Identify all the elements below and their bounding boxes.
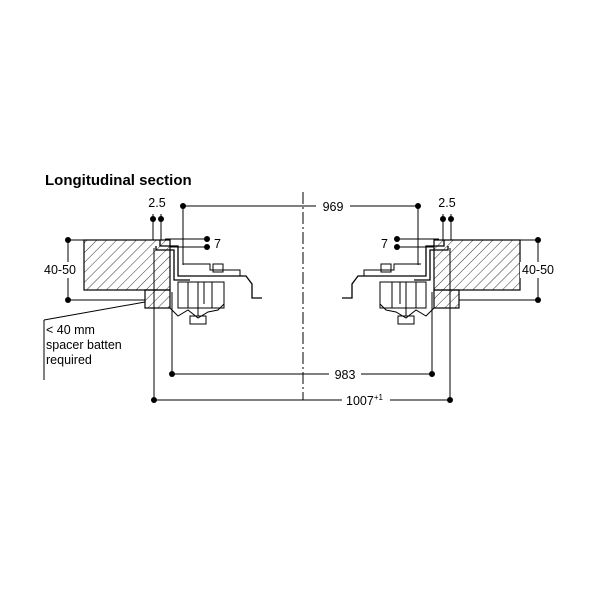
dimension-1007-label: 1007+1	[346, 393, 383, 408]
spacer-batten-right	[433, 289, 460, 309]
note-line-3: required	[46, 353, 92, 367]
dimension-983-label: 983	[335, 368, 356, 382]
dimension-2.5-right	[440, 214, 454, 240]
hob-frame-right	[342, 240, 449, 325]
note-line-2: spacer batten	[46, 338, 122, 352]
dimension-40-50-left	[42, 237, 145, 303]
worktop-left	[83, 239, 171, 291]
dimension-7-left-label: 7	[214, 237, 221, 251]
dimension-1007: 1007+1	[151, 248, 453, 408]
worktop-right	[433, 239, 521, 291]
section-title: Longitudinal section	[45, 172, 192, 189]
dimension-7-right	[394, 236, 439, 250]
dimension-40-50-left-label: 40-50	[44, 263, 76, 277]
dimension-40-50-right	[459, 237, 560, 303]
dimension-969: 969	[180, 198, 421, 265]
dimension-2.5-left	[150, 214, 164, 240]
hob-frame-left	[155, 240, 262, 325]
dimension-40-50-right-label: 40-50	[522, 263, 554, 277]
note-leader	[43, 301, 146, 321]
note-line-1: < 40 mm	[46, 323, 95, 337]
spacer-batten-left	[144, 289, 171, 309]
dimension-2.5-right-label: 2.5	[438, 196, 455, 210]
dimension-983: 983	[169, 292, 435, 382]
dimension-2.5-left-label: 2.5	[148, 196, 165, 210]
dimension-7-left	[165, 236, 210, 250]
dimension-969-label: 969	[323, 200, 344, 214]
dimension-7-right-label: 7	[381, 237, 388, 251]
